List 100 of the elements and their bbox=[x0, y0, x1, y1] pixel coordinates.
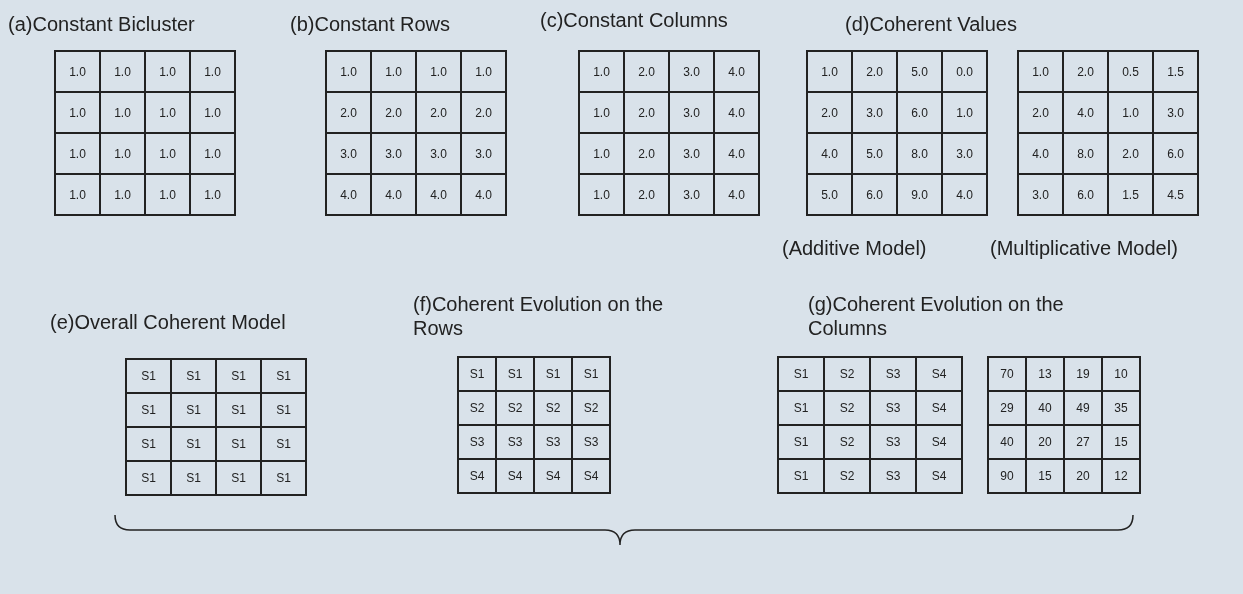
matrix-cell: 40 bbox=[1026, 391, 1064, 425]
matrix-cell: 2.0 bbox=[1108, 133, 1153, 174]
matrix-cell: S1 bbox=[171, 427, 216, 461]
matrix-cell: 4.0 bbox=[326, 174, 371, 215]
matrix-cell: S1 bbox=[126, 359, 171, 393]
matrix-cell: 0.0 bbox=[942, 51, 987, 92]
matrix-cell: 4.0 bbox=[807, 133, 852, 174]
matrix-cell: 9.0 bbox=[897, 174, 942, 215]
matrix-cell: S1 bbox=[778, 459, 824, 493]
matrix-cell: 13 bbox=[1026, 357, 1064, 391]
matrix-cell: 4.0 bbox=[714, 92, 759, 133]
matrix-cell: 2.0 bbox=[624, 133, 669, 174]
matrix-cell: S1 bbox=[216, 427, 261, 461]
matrix-cell: 3.0 bbox=[669, 174, 714, 215]
matrix-cell: 20 bbox=[1064, 459, 1102, 493]
matrix-cell: 4.0 bbox=[461, 174, 506, 215]
matrix-cell: S2 bbox=[824, 459, 870, 493]
matrix-cell: 2.0 bbox=[624, 92, 669, 133]
matrix-cell: 1.0 bbox=[579, 174, 624, 215]
matrix-cell: 4.0 bbox=[714, 174, 759, 215]
matrix-cell: 1.0 bbox=[100, 133, 145, 174]
matrix-cell: 1.0 bbox=[190, 51, 235, 92]
matrix-cell: 1.0 bbox=[807, 51, 852, 92]
matrix-cell: S3 bbox=[458, 425, 496, 459]
matrix-cell: S1 bbox=[126, 393, 171, 427]
matrix-cell: S1 bbox=[496, 357, 534, 391]
matrix-cell: S4 bbox=[458, 459, 496, 493]
matrix-cell: S1 bbox=[261, 359, 306, 393]
matrix-cell: 1.0 bbox=[145, 51, 190, 92]
matrix-cell: S4 bbox=[916, 425, 962, 459]
panel-heading: (d)Coherent Values bbox=[845, 12, 1018, 36]
matrix-cell: 1.0 bbox=[942, 92, 987, 133]
matrix-cell: 3.0 bbox=[852, 92, 897, 133]
matrix-cell: 4.0 bbox=[714, 133, 759, 174]
panel-heading: (Additive Model) bbox=[782, 236, 928, 260]
matrix-cell: 3.0 bbox=[461, 133, 506, 174]
matrix-cell: 4.5 bbox=[1153, 174, 1198, 215]
matrix-cell: 2.0 bbox=[461, 92, 506, 133]
matrix-cell: 6.0 bbox=[1063, 174, 1108, 215]
matrix-cell: 1.0 bbox=[145, 133, 190, 174]
matrix-cell: S1 bbox=[216, 359, 261, 393]
matrix-cell: 20 bbox=[1026, 425, 1064, 459]
matrix-cell: 1.0 bbox=[579, 92, 624, 133]
panel-heading: (e)Overall Coherent Model bbox=[50, 310, 287, 334]
matrix-cell: S2 bbox=[824, 425, 870, 459]
matrix-cell: 1.0 bbox=[100, 174, 145, 215]
matrix-cell: S1 bbox=[261, 427, 306, 461]
matrix-cell: S4 bbox=[534, 459, 572, 493]
matrix-cell: 90 bbox=[988, 459, 1026, 493]
matrix-cell: 1.0 bbox=[55, 174, 100, 215]
matrix-cell: 4.0 bbox=[714, 51, 759, 92]
matrix-cell: S3 bbox=[572, 425, 610, 459]
matrix-cell: 4.0 bbox=[371, 174, 416, 215]
matrix-cell: S4 bbox=[916, 459, 962, 493]
matrix-cell: 2.0 bbox=[624, 174, 669, 215]
matrix-cell: S3 bbox=[870, 425, 916, 459]
matrix-cell: S1 bbox=[778, 357, 824, 391]
matrix-cell: S1 bbox=[778, 391, 824, 425]
matrix-cell: S1 bbox=[216, 393, 261, 427]
matrix-cell: S2 bbox=[496, 391, 534, 425]
matrix-cell: 2.0 bbox=[1063, 51, 1108, 92]
matrix-cell: 1.0 bbox=[190, 174, 235, 215]
matrix-cell: S1 bbox=[126, 427, 171, 461]
matrix-cell: 2.0 bbox=[807, 92, 852, 133]
matrix-cell: S4 bbox=[572, 459, 610, 493]
matrix-cell: 5.0 bbox=[807, 174, 852, 215]
matrix-cell: S1 bbox=[778, 425, 824, 459]
matrix-cell: 3.0 bbox=[326, 133, 371, 174]
matrix-cell: S1 bbox=[572, 357, 610, 391]
matrix-cell: S3 bbox=[870, 391, 916, 425]
matrix-cell: 1.0 bbox=[55, 51, 100, 92]
matrix-cell: S1 bbox=[261, 461, 306, 495]
matrix-cell: 5.0 bbox=[897, 51, 942, 92]
matrix-cell: 1.0 bbox=[371, 51, 416, 92]
matrix-cell: S2 bbox=[572, 391, 610, 425]
matrix-cell: S4 bbox=[916, 391, 962, 425]
matrix-cell: 0.5 bbox=[1108, 51, 1153, 92]
matrix-cell: S1 bbox=[534, 357, 572, 391]
matrix-cell: 2.0 bbox=[371, 92, 416, 133]
matrix-cell: S1 bbox=[126, 461, 171, 495]
matrix-cell: 3.0 bbox=[942, 133, 987, 174]
matrix-cell: 1.0 bbox=[1108, 92, 1153, 133]
matrix-cell: S1 bbox=[458, 357, 496, 391]
matrix-cell: 4.0 bbox=[416, 174, 461, 215]
matrix-cell: 27 bbox=[1064, 425, 1102, 459]
matrix-cell: S4 bbox=[496, 459, 534, 493]
matrix-cell: 1.0 bbox=[461, 51, 506, 92]
matrix-cell: 1.0 bbox=[55, 92, 100, 133]
matrix-cell: 3.0 bbox=[416, 133, 461, 174]
matrix-cell: 1.0 bbox=[579, 51, 624, 92]
matrix-cell: 10 bbox=[1102, 357, 1140, 391]
matrix-cell: 12 bbox=[1102, 459, 1140, 493]
matrix-cell: 4.0 bbox=[942, 174, 987, 215]
matrix-cell: 4.0 bbox=[1063, 92, 1108, 133]
panel-heading: (c)Constant Columns bbox=[540, 8, 729, 32]
matrix-cell: 2.0 bbox=[416, 92, 461, 133]
matrix-cell: S2 bbox=[458, 391, 496, 425]
matrix-cell: 70 bbox=[988, 357, 1026, 391]
matrix-cell: S1 bbox=[261, 393, 306, 427]
matrix-cell: 2.0 bbox=[852, 51, 897, 92]
